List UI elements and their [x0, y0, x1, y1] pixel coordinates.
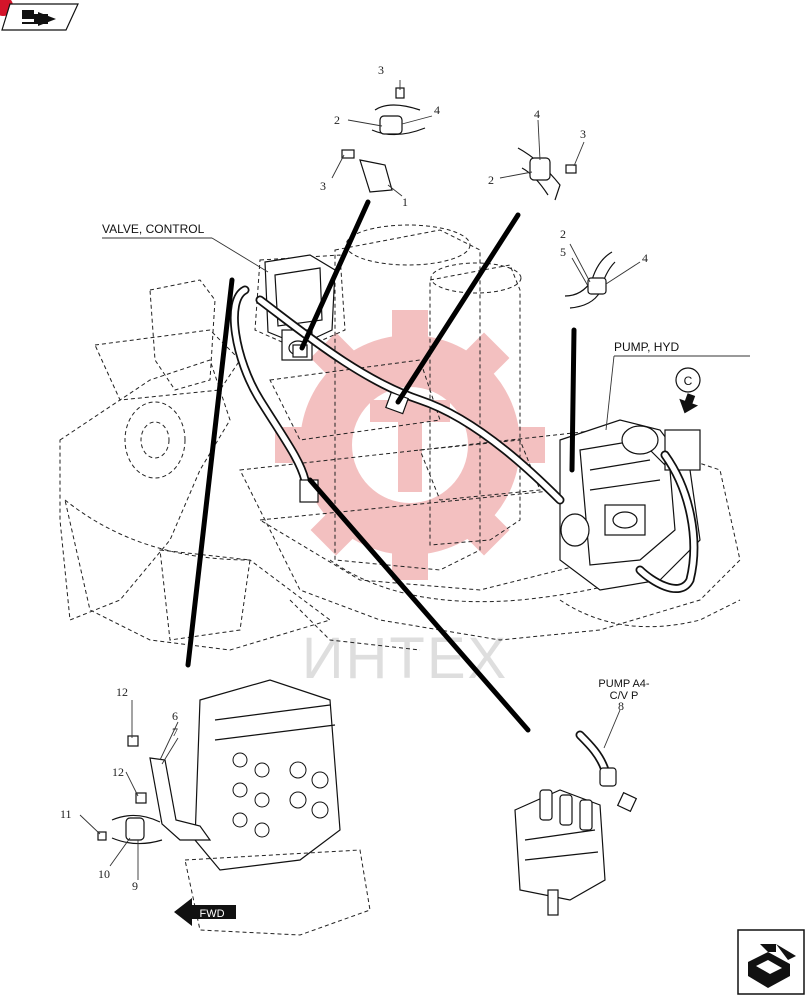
callout-4: 4: [642, 251, 648, 265]
next-page-button[interactable]: [737, 929, 805, 995]
callout-1: 1: [402, 195, 408, 209]
watermark-text: ИНТЕХ: [302, 626, 508, 691]
detail-leaders: [185, 199, 577, 733]
callout-12: 12: [112, 765, 124, 779]
callout-6: 6: [172, 709, 178, 723]
detail-clamp-right: [499, 119, 585, 201]
callout-9: 9: [132, 879, 138, 893]
callout-4: 4: [534, 107, 540, 121]
callout-10: 10: [98, 867, 110, 881]
arrow-down-icon: [679, 393, 699, 414]
callout-2: 2: [334, 113, 340, 127]
label-cv-p: C/V P: [610, 690, 639, 702]
detail-c-marker: C: [675, 367, 701, 414]
detail-valve-lower-left: [79, 679, 371, 936]
detail-clamp-mid-right: [564, 243, 641, 309]
callout-2: 2: [560, 227, 566, 241]
fwd-arrow: FWD: [174, 898, 236, 926]
detail-c-letter: C: [684, 374, 693, 388]
next-page-icon: [748, 944, 796, 988]
callout-11: 11: [60, 807, 72, 821]
callout-7: 7: [172, 725, 178, 739]
callout-3: 3: [378, 63, 384, 77]
machine-frame: [59, 224, 741, 651]
nav-arrow-icon: [22, 10, 56, 26]
fwd-label: FWD: [199, 908, 224, 920]
label-pump-a4: PUMP A4-: [598, 678, 649, 690]
detail-pump-lower-right: [514, 709, 638, 916]
hydraulic-pump: [559, 419, 701, 591]
detail-clamp-top: [331, 80, 433, 197]
callout-3: 3: [580, 127, 586, 141]
fwd-arrow-icon: [174, 898, 236, 926]
nav-prev-button[interactable]: [0, 0, 79, 31]
callout-12: 12: [116, 685, 128, 699]
label-pump-hyd: PUMP, HYD: [614, 340, 679, 354]
callout-3: 3: [320, 179, 326, 193]
callout-4: 4: [434, 103, 440, 117]
callout-8: 8: [618, 699, 624, 713]
label-valve-control: VALVE, CONTROL: [102, 222, 205, 236]
callout-5: 5: [560, 245, 566, 259]
callout-2: 2: [488, 173, 494, 187]
